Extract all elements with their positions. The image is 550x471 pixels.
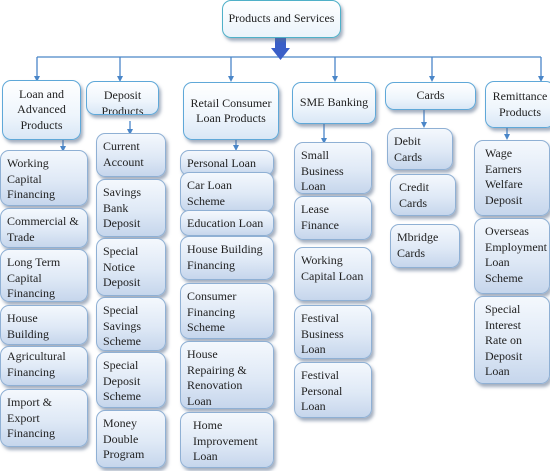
list-item: Working Capital Financing bbox=[0, 150, 88, 206]
category-loan-and-advanced-products: Loan and Advanced Products bbox=[2, 80, 81, 140]
list-item: Savings Bank Deposit bbox=[96, 179, 166, 237]
category-remittance-products: Remittance Products bbox=[485, 81, 550, 128]
list-item: House Repairing & Renovation Loan bbox=[180, 341, 274, 409]
products-and-services-title: Products and Services bbox=[222, 0, 341, 38]
category-cards: Cards bbox=[385, 82, 476, 110]
list-item: Debit Cards bbox=[387, 128, 453, 170]
list-item: Personal Loan bbox=[180, 150, 274, 176]
list-item: Mbridge Cards bbox=[390, 224, 460, 268]
list-item: Lease Finance bbox=[294, 196, 372, 240]
list-item: Credit Cards bbox=[390, 174, 456, 216]
list-item: Home Improvement Loan bbox=[180, 412, 274, 468]
list-item: House Building Financing bbox=[180, 236, 274, 280]
list-item: Special Notice Deposit bbox=[96, 238, 166, 296]
list-item: Festival Personal Loan bbox=[294, 362, 372, 418]
list-item: Special Interest Rate on Deposit Loan bbox=[474, 296, 550, 384]
list-item: Special Deposit Scheme bbox=[96, 352, 166, 408]
list-item: Special Savings Scheme bbox=[96, 297, 166, 351]
list-item: Long Term Capital Financing bbox=[0, 249, 88, 302]
list-item: Education Loan bbox=[180, 210, 274, 236]
category-retail-consumer-loan-products: Retail Consumer Loan Products bbox=[183, 82, 279, 140]
list-item: Commercial & Trade bbox=[0, 208, 88, 248]
list-item: Wage Earners Welfare Deposit bbox=[474, 140, 550, 216]
title-down-arrow bbox=[271, 38, 290, 60]
list-item: Overseas Employment Loan Scheme bbox=[474, 218, 550, 294]
list-item: Working Capital Loan bbox=[294, 247, 372, 301]
list-item: Car Loan Scheme bbox=[180, 172, 274, 212]
list-item: Festival Business Loan bbox=[294, 305, 372, 359]
list-item: Small Business Loan bbox=[294, 142, 372, 194]
list-item: Current Account bbox=[96, 133, 166, 177]
list-item: House Building bbox=[0, 305, 88, 345]
list-item: Money Double Program bbox=[96, 410, 166, 468]
category-deposit-products: Deposit Products bbox=[86, 81, 159, 115]
list-item: Import & Export Financing bbox=[0, 389, 88, 447]
category-sme-banking: SME Banking bbox=[292, 82, 376, 124]
list-item: Agricultural Financing bbox=[0, 346, 88, 386]
list-item: Consumer Financing Scheme bbox=[180, 283, 274, 339]
